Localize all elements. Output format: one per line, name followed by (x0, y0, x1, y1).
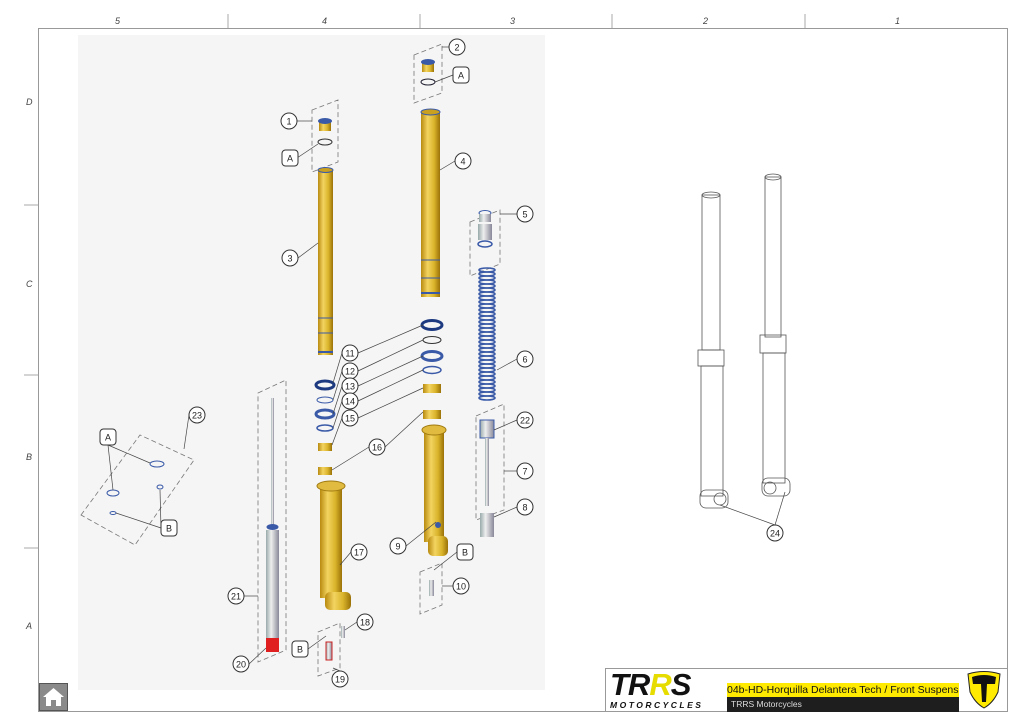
leader-lines (107, 46, 786, 672)
group-box-2 (413, 43, 443, 104)
callout-16: 16 (368, 438, 386, 456)
ruler-row-c: C (26, 279, 33, 289)
top-cap-1 (317, 118, 333, 146)
callout-18: 18 (356, 613, 374, 631)
callout-14: 14 (341, 392, 359, 410)
assembled-fork-outline (697, 173, 791, 509)
callout-23: 23 (188, 406, 206, 424)
seal-stack-right (420, 319, 444, 419)
callout-5: 5 (516, 205, 534, 223)
ruler-col-1: 1 (895, 16, 901, 26)
fork-tube-3 (317, 167, 334, 355)
callout-a: A (99, 428, 117, 446)
fork-tube-4 (420, 108, 441, 297)
top-cap-2 (420, 59, 436, 86)
callout-22: 22 (516, 411, 534, 429)
callout-a: A (281, 149, 299, 167)
callout-3: 3 (281, 249, 299, 267)
ruler-col-5: 5 (115, 16, 121, 26)
group-box-21 (257, 379, 287, 663)
callout-10: 10 (452, 577, 470, 595)
ruler-col-4: 4 (322, 16, 328, 26)
callout-b: B (291, 640, 309, 658)
group-box-7 (475, 403, 505, 521)
group-box-10 (419, 562, 443, 615)
trrs-logo: TRRS MOTORCYCLES (610, 667, 704, 710)
ruler-row-d: D (26, 97, 33, 107)
ruler-row-b: B (26, 452, 33, 462)
trrs-emblem-icon (967, 671, 1001, 709)
lower-leg-9 (421, 424, 448, 556)
ruler-col-3: 3 (510, 16, 516, 26)
callout-15: 15 (341, 409, 359, 427)
bolt-18 (341, 626, 345, 638)
callout-20: 20 (232, 655, 250, 673)
callout-4: 4 (454, 152, 472, 170)
group-box-19 (317, 622, 341, 677)
callout-b: B (456, 543, 474, 561)
part-20-red-nut (266, 638, 279, 652)
o-rings-23 (106, 460, 165, 515)
spring-6 (478, 267, 496, 401)
callout-19: 19 (331, 670, 349, 688)
lower-leg-17 (316, 480, 351, 610)
group-box-5 (469, 209, 501, 277)
seal-stack-left (314, 379, 336, 475)
company-name: TRRS Motorcycles (727, 697, 959, 712)
ruler-col-2: 2 (703, 16, 709, 26)
callout-24: 24 (766, 524, 784, 542)
ruler-row-a: A (26, 621, 33, 631)
callout-1: 1 (280, 112, 298, 130)
drawing-title: 04b-HD-Horquilla Delantera Tech / Front … (727, 683, 959, 697)
home-button[interactable] (39, 683, 68, 711)
callout-13: 13 (341, 377, 359, 395)
damper-rod-7 (479, 419, 495, 537)
callout-17: 17 (350, 543, 368, 561)
callout-6: 6 (516, 350, 534, 368)
drawing-frame (38, 28, 1008, 712)
home-icon (43, 688, 64, 706)
callout-9: 9 (389, 537, 407, 555)
bolt-10 (429, 580, 434, 596)
callout-21: 21 (227, 587, 245, 605)
callout-11: 11 (341, 344, 359, 362)
cartridge-21 (266, 398, 279, 652)
bolt-19 (325, 641, 333, 661)
callout-a: A (452, 66, 470, 84)
callout-8: 8 (516, 498, 534, 516)
spring-seat-5 (477, 210, 493, 248)
callout-b: B (160, 519, 178, 537)
group-box-1 (311, 99, 339, 173)
callout-7: 7 (516, 462, 534, 480)
callout-2: 2 (448, 38, 466, 56)
group-box-23 (80, 434, 195, 546)
